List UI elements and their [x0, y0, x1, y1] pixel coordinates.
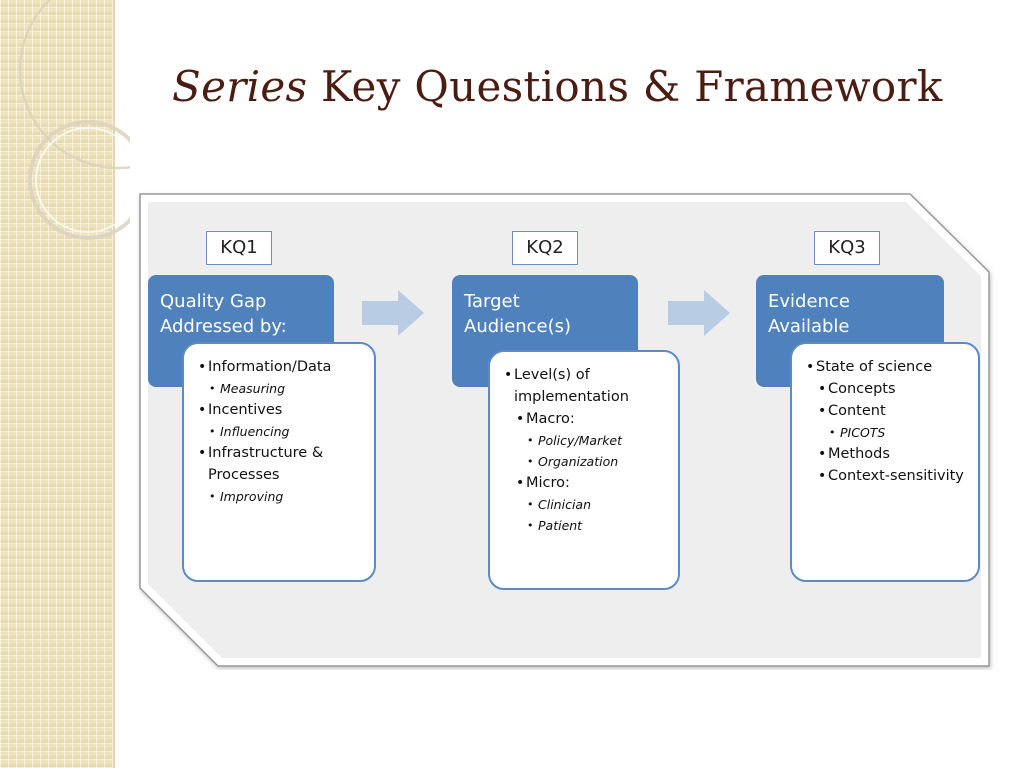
list-item: Micro: [504, 472, 668, 494]
list-item: Concepts [806, 378, 968, 400]
decorative-rings [18, 0, 130, 240]
list-subitem: Organization [504, 451, 668, 472]
list-item: Infrastructure & Processes [198, 442, 364, 486]
list-item: State of science [806, 356, 968, 378]
list-item: Information/Data [198, 356, 364, 378]
list-subitem: Improving [198, 486, 364, 507]
list-subitem: Patient [504, 515, 668, 536]
kq1-detail-box: Information/Data Measuring Incentives In… [182, 342, 376, 582]
list-item: Content [806, 400, 968, 422]
kq1-label: KQ1 [206, 231, 272, 265]
arrow-right-icon [668, 290, 730, 336]
kq3-label: KQ3 [814, 231, 880, 265]
arrow-right-icon [362, 290, 424, 336]
kq3-detail-box: State of science Concepts Content PICOTS… [790, 342, 980, 582]
list-item: Incentives [198, 399, 364, 421]
list-subitem: Policy/Market [504, 430, 668, 451]
kq2-label: KQ2 [512, 231, 578, 265]
list-item: Methods [806, 443, 968, 465]
list-subitem: PICOTS [806, 422, 968, 443]
slide-title: Series Key Questions & Framework [172, 62, 992, 111]
title-text: Key Questions & Framework [307, 62, 943, 111]
list-subitem: Measuring [198, 378, 364, 399]
title-emphasis: Series [172, 62, 308, 111]
list-item: Macro: [504, 408, 668, 430]
list-subitem: Clinician [504, 494, 668, 515]
list-subitem: Influencing [198, 421, 364, 442]
list-item: Level(s) of implementation [504, 364, 668, 408]
side-divider [113, 0, 115, 768]
kq2-detail-box: Level(s) of implementation Macro: Policy… [488, 350, 680, 590]
list-item: Context-sensitivity [806, 465, 968, 487]
